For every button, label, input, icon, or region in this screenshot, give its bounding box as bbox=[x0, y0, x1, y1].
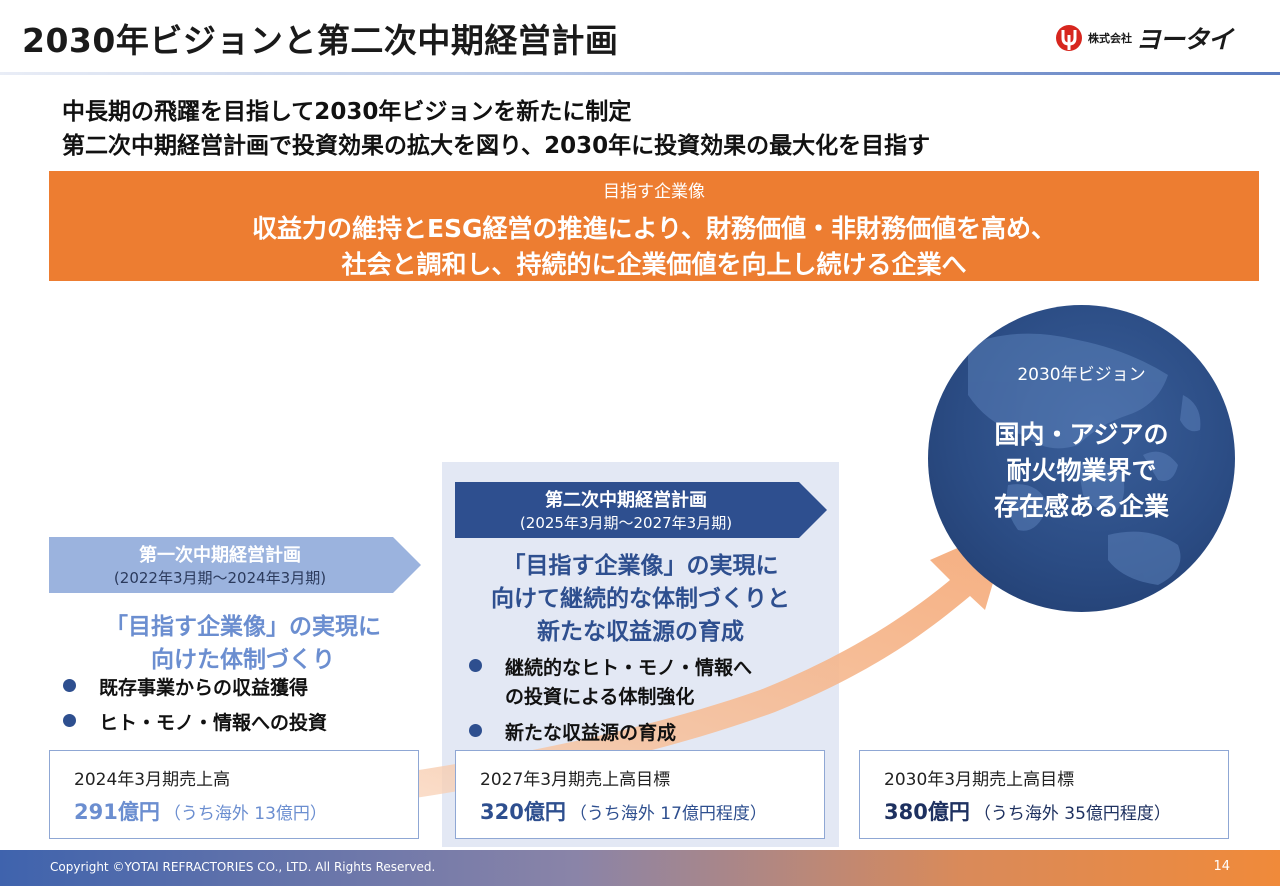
plan2-chevron: 第二次中期経営計画 (2025年3月期～2027年3月期) bbox=[455, 482, 827, 538]
plan1-goal-line-2: 向けた体制づくり bbox=[151, 647, 335, 673]
sales-overseas-note: （うち海外 13億円） bbox=[163, 804, 327, 824]
page-title: 2030年ビジョンと第二次中期経営計画 bbox=[22, 21, 619, 60]
globe-text-line-1: 国内・アジアの bbox=[994, 420, 1169, 449]
sales-box-2030: 2030年3月期売上高目標 380億円（うち海外 35億円程度） bbox=[859, 750, 1229, 839]
title-divider bbox=[0, 72, 1280, 75]
headline-line-2: 第二次中期経営計画で投資効果の拡大を図り、2030年に投資効果の最大化を目指す bbox=[62, 133, 931, 159]
plan2-chevron-shape bbox=[455, 482, 827, 538]
sales-overseas-note: （うち海外 17億円程度） bbox=[569, 804, 767, 824]
sales-amount: 291億円 bbox=[74, 800, 160, 824]
sales-overseas-note: （うち海外 35億円程度） bbox=[973, 804, 1171, 824]
vision-label: 目指す企業像 bbox=[603, 182, 705, 202]
plan2-title: 第二次中期経営計画 bbox=[545, 490, 707, 511]
globe-label: 2030年ビジョン bbox=[1017, 365, 1146, 385]
footer-bar: Copyright ©YOTAI REFRACTORIES CO., LTD. … bbox=[0, 850, 1280, 886]
sales-value: 291億円（うち海外 13億円） bbox=[74, 796, 327, 826]
vision-text-line-2: 社会と調和し、持続的に企業価値を向上し続ける企業へ bbox=[341, 250, 967, 279]
sales-box-2027: 2027年3月期売上高目標 320億円（うち海外 17億円程度） bbox=[455, 750, 825, 839]
yotai-logo-icon bbox=[1056, 25, 1082, 51]
copyright-text: Copyright ©YOTAI REFRACTORIES CO., LTD. … bbox=[50, 860, 436, 874]
target-company-image-box: 目指す企業像 収益力の維持とESG経営の推進により、財務価値・非財務価値を高め、… bbox=[49, 171, 1259, 281]
plan2-goal-line-2: 向けて継続的な体制づくりと bbox=[491, 586, 790, 612]
vision-text-line-1: 収益力の維持とESG経営の推進により、財務価値・非財務価値を高め、 bbox=[251, 214, 1057, 243]
sales-value: 320億円（うち海外 17億円程度） bbox=[480, 796, 767, 826]
plan1-goal-line-1: 「目指す企業像」の実現に bbox=[105, 614, 381, 640]
plan1-period: (2022年3月期～2024年3月期) bbox=[113, 569, 327, 587]
globe-text-line-2: 耐火物業界で bbox=[1006, 456, 1157, 485]
bullet-dot-icon bbox=[469, 659, 482, 672]
plan2-period: (2025年3月期～2027年3月期) bbox=[519, 514, 733, 532]
sales-value: 380億円（うち海外 35億円程度） bbox=[884, 796, 1171, 826]
logo-company-name: ヨータイ bbox=[1136, 25, 1233, 54]
plan1-title: 第一次中期経営計画 bbox=[139, 545, 301, 566]
plan1-chevron-shape bbox=[49, 537, 421, 593]
sales-amount: 320億円 bbox=[480, 800, 566, 824]
sales-label: 2024年3月期売上高 bbox=[74, 770, 231, 790]
plan2-goal-line-3: 新たな収益源の育成 bbox=[537, 619, 744, 645]
bullet-dot-icon bbox=[63, 679, 76, 692]
headline-line-1: 中長期の飛躍を目指して2030年ビジョンを新たに制定 bbox=[62, 99, 632, 125]
sales-box-2024: 2024年3月期売上高 291億円（うち海外 13億円） bbox=[49, 750, 419, 839]
world-map-icon bbox=[968, 333, 1201, 585]
page-number: 14 bbox=[1213, 859, 1230, 874]
globe-text-line-3: 存在感ある企業 bbox=[993, 492, 1169, 521]
vision-2030-globe: 2030年ビジョン 国内・アジアの 耐火物業界で 存在感ある企業 bbox=[928, 305, 1235, 612]
bullet-dot-icon bbox=[63, 714, 76, 727]
sales-label: 2027年3月期売上高目標 bbox=[480, 770, 671, 790]
sales-label: 2030年3月期売上高目標 bbox=[884, 770, 1075, 790]
logo-company-type: 株式会社 bbox=[1088, 32, 1132, 45]
bullet-dot-icon bbox=[469, 724, 482, 737]
plan1-chevron: 第一次中期経営計画 (2022年3月期～2024年3月期) bbox=[49, 537, 421, 593]
company-logo: 株式会社 ヨータイ bbox=[1054, 22, 1233, 54]
sales-amount: 380億円 bbox=[884, 800, 970, 824]
plan2-goal-line-1: 「目指す企業像」の実現に bbox=[502, 553, 779, 579]
